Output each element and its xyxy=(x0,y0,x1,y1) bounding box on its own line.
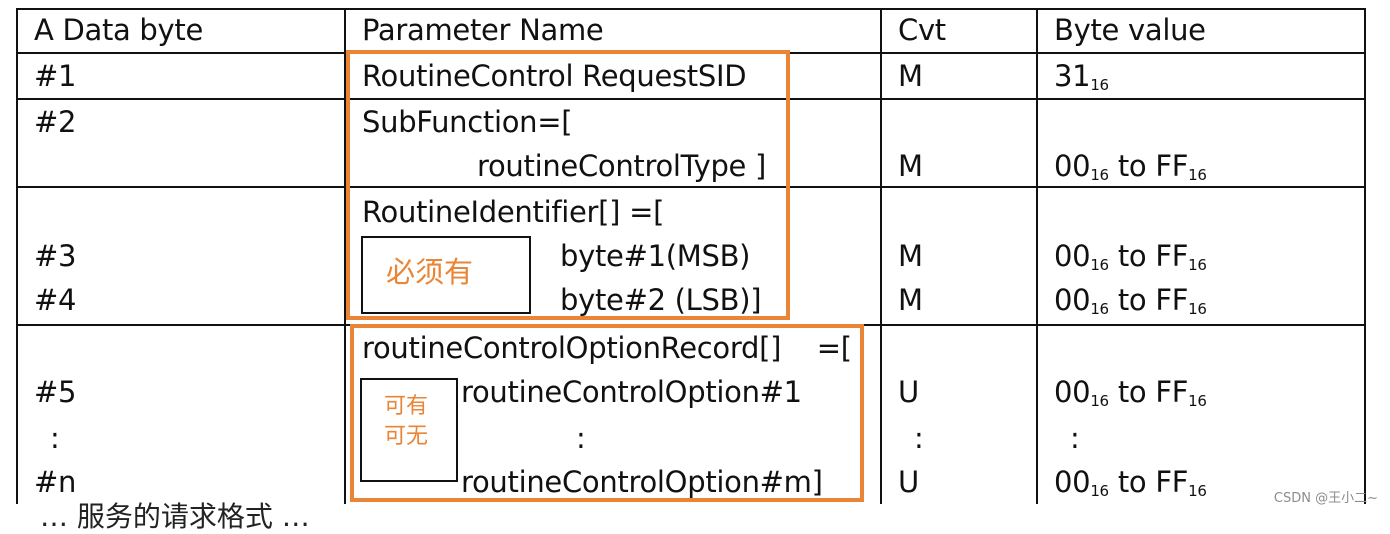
table-border-top xyxy=(16,8,1366,10)
row4-value-dots: : xyxy=(1070,421,1080,455)
range-to-word: to xyxy=(1117,375,1147,409)
mandatory-params-highlight xyxy=(346,50,790,320)
row3-param-lsb: byte#2 (LSB)] xyxy=(560,283,762,317)
row3-byte-4: #4 xyxy=(34,283,77,317)
optional-note-line2: 可无 xyxy=(384,424,429,449)
row1-value-base: 16 xyxy=(1090,76,1109,94)
row3-param-msb: byte#1(MSB) xyxy=(560,239,751,273)
row4-param-optionm: routineControlOption#m] xyxy=(461,465,823,499)
row4-cvt-dots: : xyxy=(914,421,924,455)
row2-cvt: M xyxy=(898,149,923,183)
col-divider-3 xyxy=(1036,8,1038,504)
row4-byte-5: #5 xyxy=(34,375,77,409)
row4-cvt-5: U xyxy=(898,375,919,409)
range-end-base: 16 xyxy=(1188,166,1207,184)
row1-byte: #1 xyxy=(34,59,77,93)
optional-note-line1: 可有 xyxy=(384,394,429,419)
range-to-word: to xyxy=(1117,283,1147,317)
row3-byte-3: #3 xyxy=(34,239,77,273)
range-from-base: 16 xyxy=(1090,256,1109,274)
header-byte-value: Byte value xyxy=(1054,13,1206,47)
range-end-base: 16 xyxy=(1188,482,1207,500)
row2-param-line1: SubFunction=[ xyxy=(362,105,573,139)
range-end-base: 16 xyxy=(1188,256,1207,274)
row4-param-option1: routineControlOption#1 xyxy=(461,375,802,409)
mandatory-note-box xyxy=(361,236,531,314)
row1-divider xyxy=(16,98,1366,100)
range-from: 00 xyxy=(1054,465,1091,499)
range-from: 00 xyxy=(1054,239,1091,273)
row4-byte-n: #n xyxy=(34,465,77,499)
row2-param-line2: routineControlType ] xyxy=(477,149,767,183)
mandatory-note-text: 必须有 xyxy=(386,255,474,289)
range-from: 00 xyxy=(1054,149,1091,183)
range-end: FF xyxy=(1155,283,1189,317)
row4-param-dots: : xyxy=(576,421,586,455)
row3-param-line1: RoutineIdentifier[] =[ xyxy=(362,195,665,229)
row3-cvt-3: M xyxy=(898,239,923,273)
optional-params-highlight xyxy=(350,324,864,502)
range-from: 00 xyxy=(1054,283,1091,317)
row1-param: RoutineControl RequestSID xyxy=(362,59,747,93)
optional-note-box xyxy=(360,378,458,482)
range-from: 00 xyxy=(1054,375,1091,409)
range-from-base: 16 xyxy=(1090,482,1109,500)
range-from-base: 16 xyxy=(1090,166,1109,184)
row3-cvt-4: M xyxy=(898,283,923,317)
row4-param-line1: routineControlOptionRecord[] =[ xyxy=(362,331,852,365)
row1-value: 3116 xyxy=(1054,56,1109,101)
header-parameter-name: Parameter Name xyxy=(362,13,604,47)
range-from-base: 16 xyxy=(1090,300,1109,318)
range-end: FF xyxy=(1155,465,1189,499)
csdn-watermark: CSDN @王小二~ xyxy=(1273,491,1378,506)
row4-cvt-n: U xyxy=(898,465,919,499)
cut-off-caption: … 服务的请求格式 … xyxy=(40,500,310,533)
range-to-word: to xyxy=(1117,465,1147,499)
header-data-byte: A Data byte xyxy=(34,13,204,47)
range-end: FF xyxy=(1155,239,1189,273)
range-end-base: 16 xyxy=(1188,392,1207,410)
row4-byte-dots: : xyxy=(50,421,60,455)
col-divider-1 xyxy=(344,8,346,504)
table-border-left xyxy=(16,8,18,504)
range-end: FF xyxy=(1155,149,1189,183)
col-divider-2 xyxy=(880,8,882,504)
header-cvt: Cvt xyxy=(898,13,946,47)
range-to-word: to xyxy=(1117,149,1147,183)
range-end-base: 16 xyxy=(1188,300,1207,318)
row2-byte: #2 xyxy=(34,105,77,139)
row1-cvt: M xyxy=(898,59,923,93)
range-to-word: to xyxy=(1117,239,1147,273)
range-end: FF xyxy=(1155,375,1189,409)
row2-divider xyxy=(16,186,1366,188)
table-border-right xyxy=(1364,8,1366,504)
range-from-base: 16 xyxy=(1090,392,1109,410)
row1-value-main: 31 xyxy=(1054,59,1091,93)
